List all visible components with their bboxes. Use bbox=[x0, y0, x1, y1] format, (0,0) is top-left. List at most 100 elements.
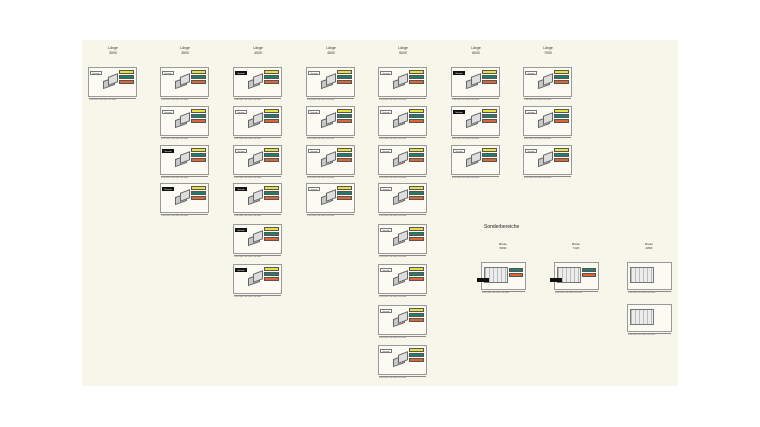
color-swatch-yellow bbox=[337, 186, 352, 190]
machine-illustration bbox=[393, 112, 408, 129]
color-swatch-yellow bbox=[409, 308, 424, 312]
machine-illustration bbox=[248, 151, 263, 168]
special-card[interactable]: 0 500 1000 1500 2000 2500 3000 bbox=[627, 262, 672, 296]
machine-illustration bbox=[248, 230, 263, 247]
machine-illustration bbox=[538, 73, 553, 90]
machine-illustration bbox=[393, 270, 408, 287]
color-swatch-yellow bbox=[119, 70, 134, 74]
module-grid-illustration bbox=[557, 267, 581, 283]
color-swatch-yellow bbox=[191, 186, 206, 190]
special-card[interactable]: 0 500 1000 1500 2000 2500 3000 bbox=[550, 262, 599, 296]
variant-card[interactable]: Variante 0 500 1000 1500 2000 2500 3000 bbox=[88, 67, 137, 103]
machine-illustration bbox=[393, 73, 408, 90]
color-swatch-orange bbox=[554, 119, 569, 123]
color-swatch-teal bbox=[119, 75, 134, 79]
variant-tag: Variante bbox=[90, 71, 102, 75]
color-swatch-teal bbox=[264, 232, 279, 236]
variant-card[interactable]: Variante 0 500 1000 1500 2000 2500 3000 bbox=[306, 145, 355, 181]
color-swatch-yellow bbox=[554, 148, 569, 152]
column-header-label: Länge bbox=[253, 46, 263, 50]
dimension-ruler: 0 500 1000 1500 2000 2500 3000 bbox=[555, 291, 598, 295]
color-swatch-teal bbox=[191, 153, 206, 157]
module-grid-illustration bbox=[630, 267, 654, 283]
dimension-ruler: 0 500 1000 1500 2000 2500 3000 bbox=[307, 176, 354, 180]
color-swatch-teal bbox=[409, 114, 424, 118]
variant-tag: Variante bbox=[308, 149, 320, 153]
dimension-ruler: 0 500 1000 1500 2000 2500 3000 bbox=[161, 214, 208, 218]
dimension-ruler: 0 500 1000 1500 2000 2500 3000 bbox=[524, 176, 571, 180]
color-swatch-yellow bbox=[264, 109, 279, 113]
color-swatch-yellow bbox=[264, 267, 279, 271]
column-header-value: 7000 bbox=[544, 50, 552, 55]
dimension-ruler: 0 500 1000 1500 2000 2500 3000 bbox=[524, 98, 571, 102]
color-swatch-teal bbox=[264, 153, 279, 157]
special-card[interactable]: 0 500 1000 1500 2000 2500 3000 bbox=[627, 304, 672, 338]
color-swatch-teal bbox=[482, 114, 497, 118]
dimension-ruler: 0 500 1000 1500 2000 2500 3000 bbox=[379, 176, 426, 180]
color-swatch-orange bbox=[409, 318, 424, 322]
machine-illustration bbox=[393, 311, 408, 328]
dimension-ruler: 0 500 1000 1500 2000 2500 3000 bbox=[379, 214, 426, 218]
special-section-title: Sonderbereiche bbox=[484, 224, 520, 230]
variant-tag: Variante bbox=[308, 71, 320, 75]
machine-illustration bbox=[393, 189, 408, 206]
color-swatch-teal bbox=[554, 153, 569, 157]
color-swatch-orange bbox=[337, 119, 352, 123]
color-swatch-orange bbox=[264, 277, 279, 281]
column-header-value: 5000 bbox=[399, 50, 407, 55]
column-header-label: Länge bbox=[398, 46, 408, 50]
color-swatch-teal bbox=[482, 153, 497, 157]
module-grid-illustration bbox=[484, 267, 508, 283]
dimension-ruler: 0 500 1000 1500 2000 2500 3000 bbox=[234, 214, 281, 218]
machine-illustration bbox=[248, 189, 263, 206]
machine-illustration bbox=[175, 189, 190, 206]
special-card[interactable]: 0 500 1000 1500 2000 2500 3000 bbox=[477, 262, 526, 296]
column-header-label: Länge bbox=[326, 46, 336, 50]
variant-tag: Variante bbox=[380, 71, 392, 75]
color-swatch-teal bbox=[337, 114, 352, 118]
machine-illustration bbox=[248, 270, 263, 287]
color-swatch-orange bbox=[409, 80, 424, 84]
dimension-ruler: 0 500 1000 1500 2000 2500 3000 bbox=[89, 98, 136, 102]
machine-illustration bbox=[393, 230, 408, 247]
special-group-value: 7120 bbox=[572, 246, 580, 250]
special-group-value: 6000 bbox=[499, 246, 507, 250]
machine-illustration bbox=[248, 112, 263, 129]
color-swatch-orange bbox=[409, 158, 424, 162]
color-swatch-yellow bbox=[409, 267, 424, 271]
color-swatch-orange bbox=[264, 158, 279, 162]
